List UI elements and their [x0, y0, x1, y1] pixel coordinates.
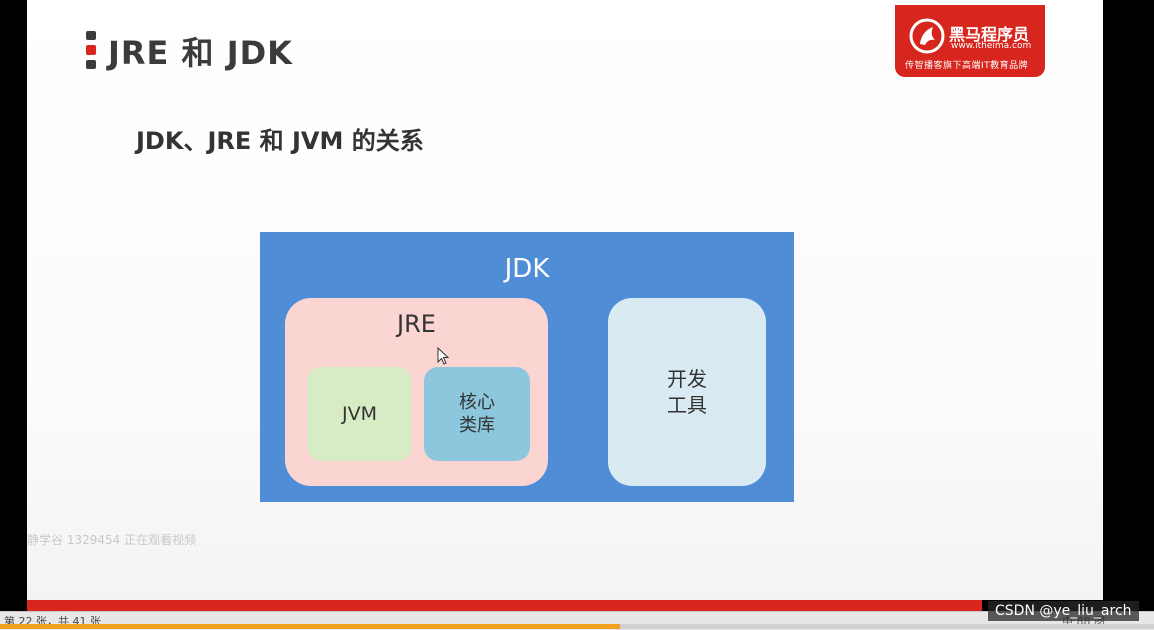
slide-footer-bar — [27, 600, 982, 611]
core-library-label: 核心 类库 — [459, 392, 495, 436]
jdk-label: JDK — [504, 254, 550, 284]
dev-tools-box: 开发 工具 — [608, 298, 766, 486]
core-library-box: 核心 类库 — [424, 367, 530, 461]
video-progress-bar[interactable] — [0, 624, 1154, 629]
title-marker-icon — [86, 31, 96, 69]
csdn-watermark: CSDN @ye_liu_arch — [988, 601, 1139, 621]
jre-label: JRE — [397, 310, 436, 338]
horse-logo-icon — [909, 18, 945, 54]
logo-slogan: 传智播客旗下高端IT教育品牌 — [905, 61, 1029, 71]
slide: JRE 和 JDK 黑马程序员 www.itheima.com 传智播客旗下高端… — [27, 0, 1103, 600]
dev-tools-label: 开发 工具 — [667, 367, 707, 417]
mouse-cursor-icon — [437, 347, 449, 365]
viewer-watermark: 静学谷 1329454 正在观看视频 — [27, 533, 197, 547]
jvm-box: JVM — [307, 367, 412, 461]
logo-url: www.itheima.com — [951, 41, 1032, 51]
jvm-label: JVM — [342, 403, 377, 425]
logo-name: 黑马程序员 — [949, 25, 1030, 44]
slide-subtitle: JDK、JRE 和 JVM 的关系 — [136, 127, 424, 155]
slide-title: JRE 和 JDK — [108, 34, 293, 72]
brand-logo: 黑马程序员 www.itheima.com 传智播客旗下高端IT教育品牌 — [895, 5, 1045, 77]
jdk-box: JDK JRE JVM 核心 类库 开发 工具 — [260, 232, 794, 502]
video-progress-fill — [0, 624, 620, 629]
jre-box: JRE JVM 核心 类库 — [285, 298, 548, 486]
